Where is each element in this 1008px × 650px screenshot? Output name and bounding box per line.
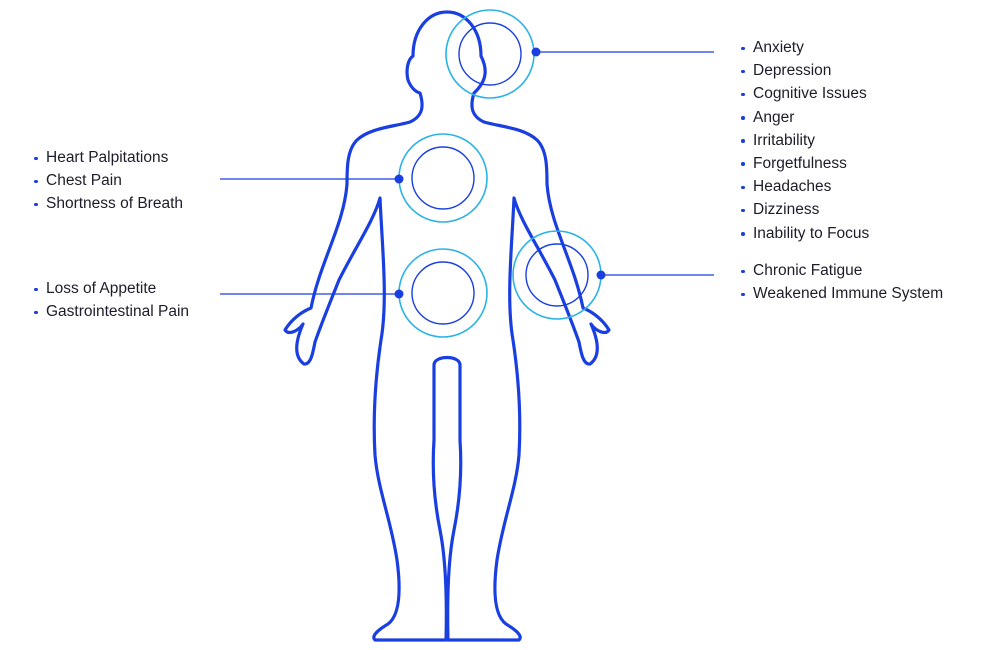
heart-symptom-item: Chest Pain bbox=[34, 169, 183, 192]
head-symptom-item: Anxiety bbox=[741, 36, 869, 59]
head-symptom-item: Inability to Focus bbox=[741, 222, 869, 245]
heart-symptom-item: Shortness of Breath bbox=[34, 192, 183, 215]
head-symptom-item: Irritability bbox=[741, 129, 869, 152]
rings-layer bbox=[398, 9, 602, 338]
heart-ring-inner bbox=[411, 146, 475, 210]
head-connector-dot bbox=[531, 47, 541, 57]
body-outline bbox=[283, 10, 611, 642]
head-symptom-item: Headaches bbox=[741, 175, 869, 198]
head-symptom-item: Anger bbox=[741, 106, 869, 129]
head-symptom-item: Forgetfulness bbox=[741, 152, 869, 175]
arm-ring-inner bbox=[525, 243, 589, 307]
head-symptom-item: Cognitive Issues bbox=[741, 82, 869, 105]
arm-connector-dot bbox=[596, 270, 606, 280]
head-ring-inner bbox=[458, 22, 522, 86]
gut-symptom-item: Loss of Appetite bbox=[34, 277, 189, 300]
gut-symptom-item: Gastrointestinal Pain bbox=[34, 300, 189, 323]
arm-symptom-item: Weakened Immune System bbox=[741, 282, 943, 305]
head-symptom-item: Depression bbox=[741, 59, 869, 82]
arm-symptom-item: Chronic Fatigue bbox=[741, 259, 943, 282]
heart-connector-dot bbox=[394, 174, 404, 184]
gut-ring-inner bbox=[411, 261, 475, 325]
gut-connector-dot bbox=[394, 289, 404, 299]
head-symptom-item: Dizziness bbox=[741, 198, 869, 221]
connectors-layer bbox=[220, 47, 714, 299]
heart-symptom-item: Heart Palpitations bbox=[34, 146, 183, 169]
